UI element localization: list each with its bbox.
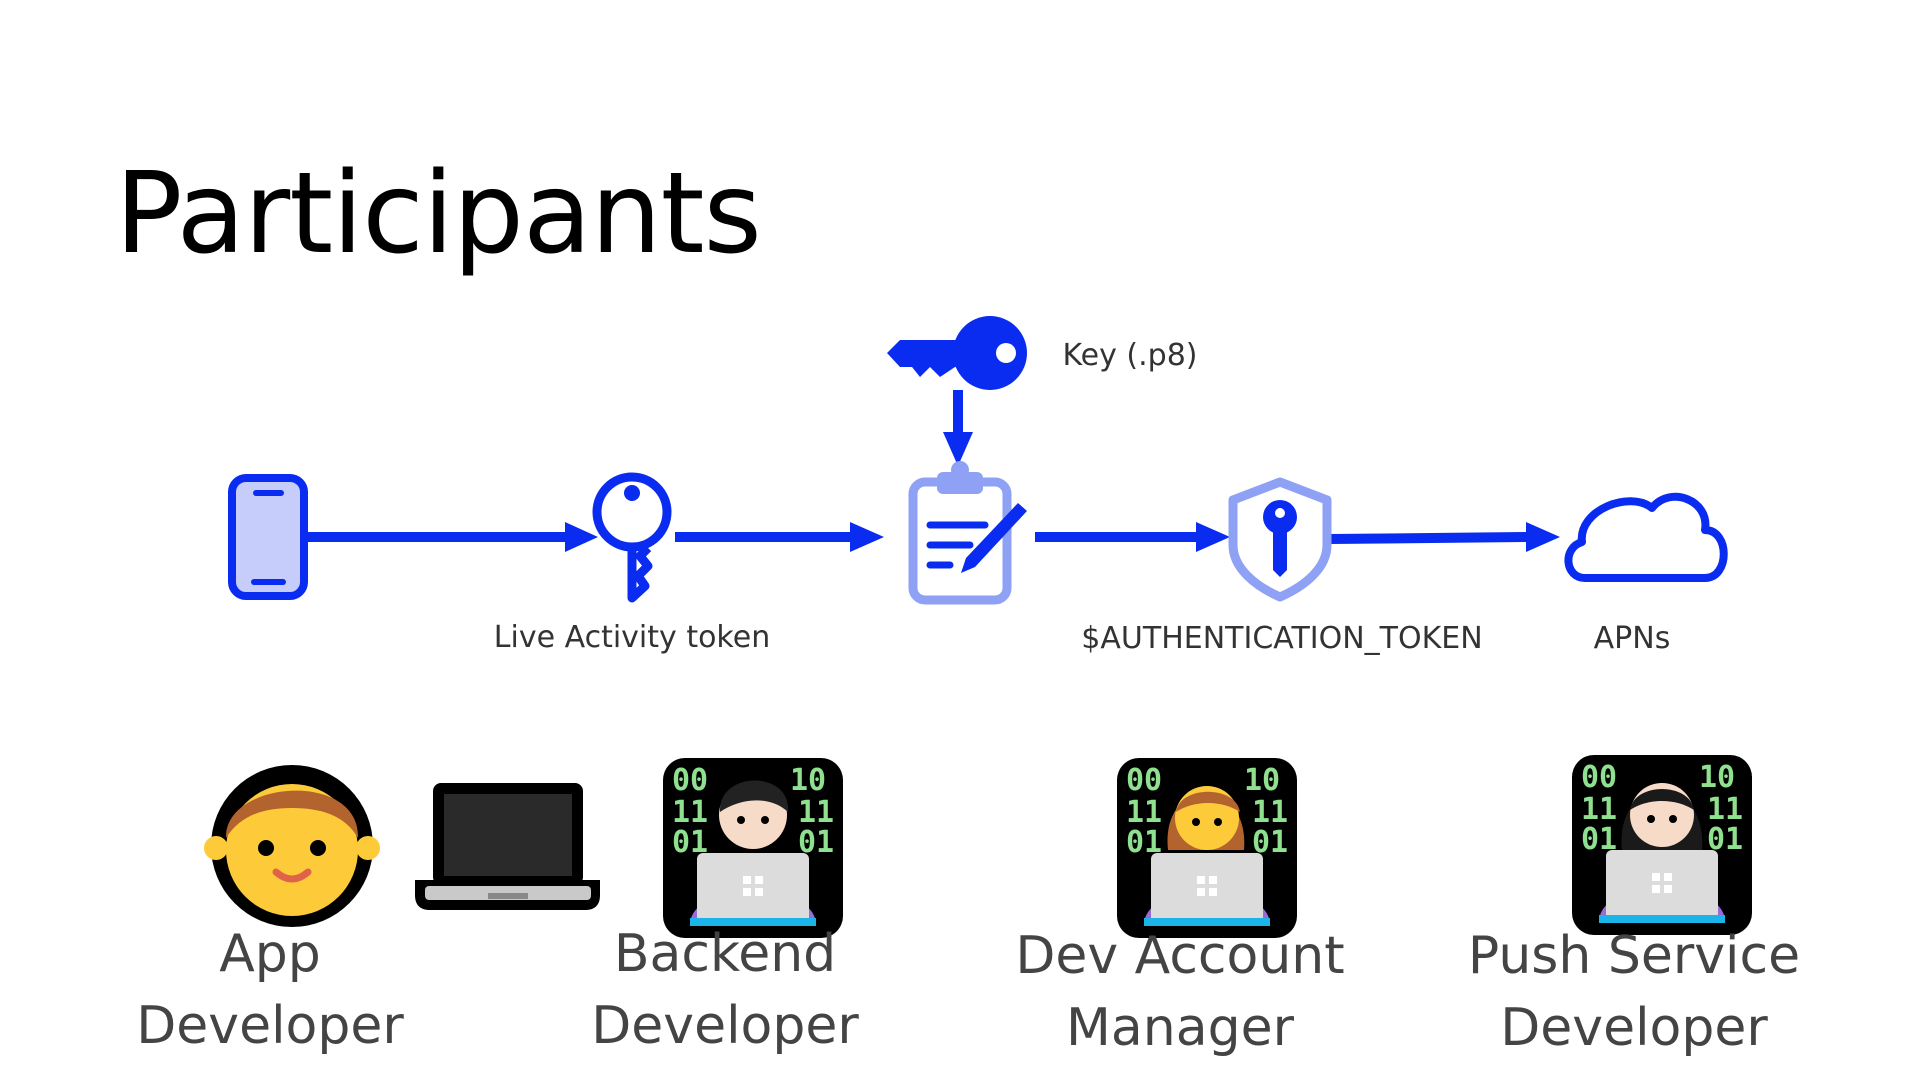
participant-name-line2: Developer: [591, 996, 859, 1056]
svg-text:10: 10: [790, 763, 826, 798]
technologist-icon: 00 10 11 11 01 01: [1572, 755, 1752, 935]
svg-text:11: 11: [1126, 795, 1162, 830]
svg-text:11: 11: [672, 795, 708, 830]
svg-text:11: 11: [798, 795, 834, 830]
participant-dev-account-manager: Dev Account Manager: [990, 920, 1370, 1064]
phone-icon: [228, 474, 308, 600]
participant-name-line1: Push Service: [1467, 926, 1801, 986]
page-title: Participants: [115, 149, 762, 279]
participant-name-line2: Developer: [136, 996, 404, 1056]
cloud-icon: [1564, 492, 1728, 582]
svg-text:00: 00: [1126, 763, 1162, 798]
apns-label: APNs: [1593, 621, 1671, 656]
participant-name-line2: Developer: [1500, 998, 1768, 1058]
svg-text:10: 10: [1699, 760, 1735, 795]
participant-name-line1: App: [219, 924, 321, 984]
clipboard-signing-icon: [908, 461, 1027, 605]
participant-backend-developer: Backend Developer: [535, 918, 915, 1062]
key-large-icon: [887, 316, 1027, 390]
technologist-woman-icon: 00 10 11 11 01 01: [1117, 758, 1297, 938]
authentication-token-label: $AUTHENTICATION_TOKEN: [1081, 621, 1483, 656]
participant-name-line1: Backend: [613, 924, 837, 984]
participant-name-line2: Manager: [1066, 998, 1294, 1058]
arrow-key-to-clipboard: [943, 390, 973, 466]
participant-app-developer: App Developer: [80, 918, 460, 1062]
arrow-clipboard-to-shield: [1035, 522, 1230, 552]
participant-push-service-developer: Push Service Developer: [1444, 920, 1824, 1064]
participant-name-line1: Dev Account: [1015, 926, 1345, 986]
key-label: Key (.p8): [1062, 338, 1198, 373]
svg-text:11: 11: [1707, 792, 1743, 827]
arrow-shield-to-cloud: [1329, 522, 1560, 552]
technologist-man-icon: 00 10 11 11 01 01: [663, 758, 843, 938]
live-activity-token-label: Live Activity token: [493, 620, 771, 655]
arrow-phone-to-token: [305, 522, 598, 552]
key-icon: [592, 472, 672, 603]
arrow-token-to-clipboard: [675, 522, 884, 552]
svg-text:11: 11: [1581, 792, 1617, 827]
svg-text:10: 10: [1244, 763, 1280, 798]
laptop-icon: [415, 783, 600, 910]
svg-text:00: 00: [1581, 760, 1617, 795]
man-face-icon: [204, 765, 380, 927]
svg-text:11: 11: [1252, 795, 1288, 830]
svg-text:00: 00: [672, 763, 708, 798]
shield-key-icon: [1228, 477, 1332, 602]
